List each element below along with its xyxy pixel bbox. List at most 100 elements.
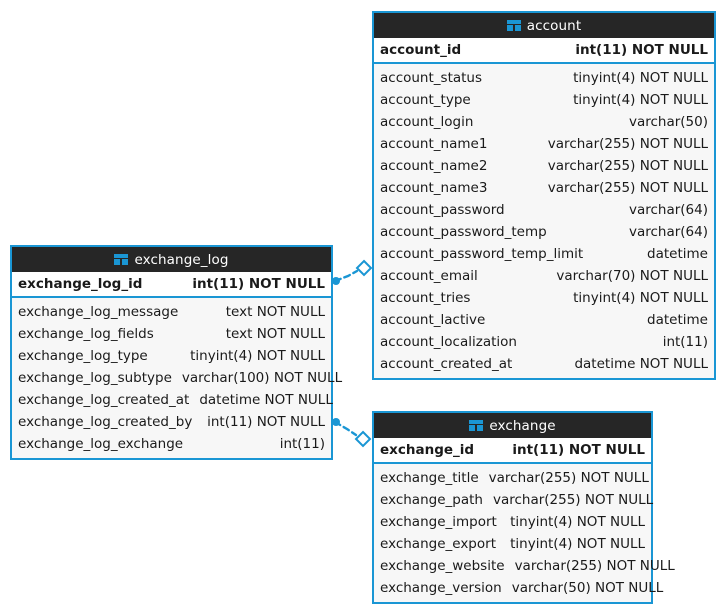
field-type: datetime NOT NULL	[574, 356, 708, 372]
field-row[interactable]: exchange_import tinyint(4) NOT NULL	[374, 511, 651, 533]
field-name: account_name3	[380, 180, 488, 196]
field-type: varchar(255) NOT NULL	[514, 558, 675, 574]
primary-key-type: int(11) NOT NULL	[575, 42, 708, 58]
field-type: varchar(255) NOT NULL	[547, 158, 708, 174]
entity-title: account	[526, 17, 582, 34]
table-grid-icon	[114, 254, 129, 265]
primary-key-row[interactable]: account_id int(11) NOT NULL	[374, 38, 714, 64]
field-type: varchar(255) NOT NULL	[547, 136, 708, 152]
field-name: exchange_log_created_by	[18, 414, 193, 430]
field-name: account_password_temp_limit	[380, 246, 584, 262]
field-type: tinyint(4) NOT NULL	[190, 348, 325, 364]
field-row[interactable]: account_created_at datetime NOT NULL	[374, 353, 714, 375]
field-name: exchange_log_fields	[18, 326, 154, 342]
entity-title: exchange	[489, 417, 556, 434]
field-name: account_email	[380, 268, 478, 284]
field-row[interactable]: account_password_temp_limit datetime	[374, 243, 714, 265]
field-row[interactable]: account_name3 varchar(255) NOT NULL	[374, 177, 714, 199]
entity-table-exchange_log[interactable]: exchange_log exchange_log_id int(11) NOT N…	[10, 245, 342, 460]
primary-key-name: account_id	[380, 42, 462, 58]
field-name: account_password_temp	[380, 224, 547, 240]
field-type: varchar(50) NOT NULL	[511, 580, 664, 596]
field-row[interactable]: account_lactive datetime	[374, 309, 714, 331]
field-name: account_localization	[380, 334, 517, 350]
primary-key-row[interactable]: exchange_id int(11) NOT NULL	[374, 438, 651, 464]
field-type: varchar(255) NOT NULL	[488, 470, 649, 486]
field-type: varchar(255) NOT NULL	[492, 492, 654, 508]
relationship-target-diamond-icon	[354, 430, 372, 448]
field-row[interactable]: exchange_path varchar(255) NOT NULL	[374, 489, 654, 511]
field-name: exchange_title	[380, 470, 479, 486]
field-name: account_lactive	[380, 312, 486, 328]
field-name: account_password	[380, 202, 505, 218]
primary-key-row[interactable]: exchange_log_id int(11) NOT NULL	[12, 272, 331, 298]
primary-key-name: exchange_id	[380, 442, 475, 458]
field-row[interactable]: account_localization int(11)	[374, 331, 714, 353]
entity-header-account[interactable]: account	[374, 13, 714, 38]
primary-key-name: exchange_log_id	[18, 276, 143, 292]
field-row[interactable]: account_type tinyint(4) NOT NULL	[374, 89, 714, 111]
field-row[interactable]: exchange_log_message text NOT NULL	[12, 301, 331, 323]
field-name: account_type	[380, 92, 471, 108]
table-grid-icon	[469, 420, 484, 431]
entity-header-exchange[interactable]: exchange	[374, 413, 651, 438]
field-type: varchar(70) NOT NULL	[556, 268, 708, 284]
relationship-target-diamond-icon	[355, 259, 373, 277]
field-type: text NOT NULL	[225, 304, 325, 320]
field-name: exchange_import	[380, 514, 497, 530]
field-type: varchar(50)	[628, 114, 708, 130]
field-row[interactable]: account_password_temp varchar(64)	[374, 221, 714, 243]
field-row[interactable]: account_email varchar(70) NOT NULL	[374, 265, 714, 287]
entity-header-exchange_log[interactable]: exchange_log	[12, 247, 331, 272]
field-type: datetime	[647, 246, 708, 262]
field-type: text NOT NULL	[225, 326, 325, 342]
relationship-connector[interactable]	[332, 259, 373, 285]
entity-title: exchange_log	[134, 251, 229, 268]
field-name: exchange_log_message	[18, 304, 179, 320]
field-type: tinyint(4) NOT NULL	[510, 514, 645, 530]
field-row[interactable]: exchange_log_fields text NOT NULL	[12, 323, 331, 345]
relationship-line	[333, 420, 358, 437]
field-name: exchange_log_type	[18, 348, 148, 364]
table-grid-icon	[506, 20, 521, 31]
field-row[interactable]: account_login varchar(50)	[374, 111, 714, 133]
field-type: tinyint(4) NOT NULL	[573, 92, 708, 108]
field-type: varchar(255) NOT NULL	[547, 180, 708, 196]
field-row[interactable]: exchange_log_type tinyint(4) NOT NULL	[12, 345, 331, 367]
field-type: datetime	[647, 312, 708, 328]
primary-key-type: int(11) NOT NULL	[192, 276, 325, 292]
field-type: int(11)	[662, 334, 708, 350]
field-row[interactable]: account_name1 varchar(255) NOT NULL	[374, 133, 714, 155]
relationship-connector[interactable]	[332, 418, 372, 448]
field-type: varchar(100) NOT NULL	[181, 370, 343, 386]
primary-key-type: int(11) NOT NULL	[512, 442, 645, 458]
field-name: account_login	[380, 114, 474, 130]
relationship-source-dot-icon	[332, 277, 340, 285]
field-type: datetime NOT NULL	[199, 392, 333, 408]
field-name: account_name1	[380, 136, 488, 152]
field-row[interactable]: exchange_title varchar(255) NOT NULL	[374, 467, 651, 489]
field-name: exchange_website	[380, 558, 505, 574]
field-row[interactable]: exchange_website varchar(255) NOT NULL	[374, 555, 675, 577]
field-name: account_created_at	[380, 356, 513, 372]
field-type: varchar(64)	[628, 224, 708, 240]
field-name: exchange_export	[380, 536, 496, 552]
field-type: tinyint(4) NOT NULL	[573, 70, 708, 86]
field-name: exchange_log_subtype	[18, 370, 172, 386]
field-type: tinyint(4) NOT NULL	[573, 290, 708, 306]
field-row[interactable]: exchange_log_subtype varchar(100) NOT NUL…	[12, 367, 342, 389]
field-name: exchange_path	[380, 492, 483, 508]
